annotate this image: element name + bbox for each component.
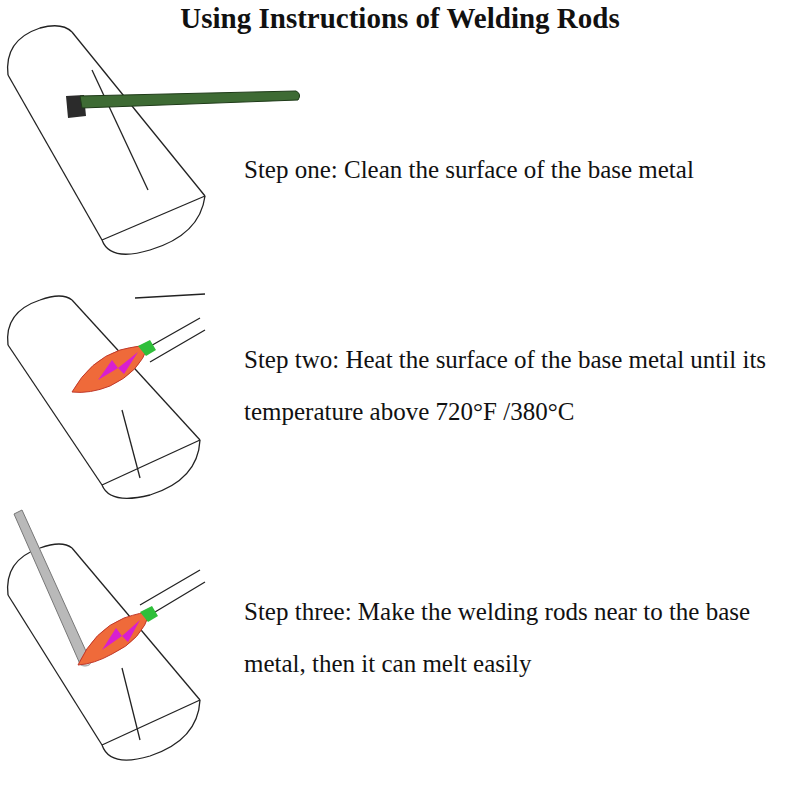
torch-flame-3 (78, 606, 158, 665)
step-text: Step three: Make the welding rods near t… (244, 586, 794, 690)
step-text: Step two: Heat the surface of the base m… (244, 334, 794, 438)
step-text: Step one: Clean the surface of the base … (244, 144, 794, 196)
workpiece-1 (8, 26, 205, 254)
welding-rod (14, 510, 91, 666)
workpiece-2 (8, 294, 205, 498)
torch-flame-2 (72, 340, 156, 392)
wire-brush (66, 91, 300, 118)
workpiece-3 (8, 544, 205, 760)
title: Using Instructions of Welding Rods (0, 2, 800, 35)
